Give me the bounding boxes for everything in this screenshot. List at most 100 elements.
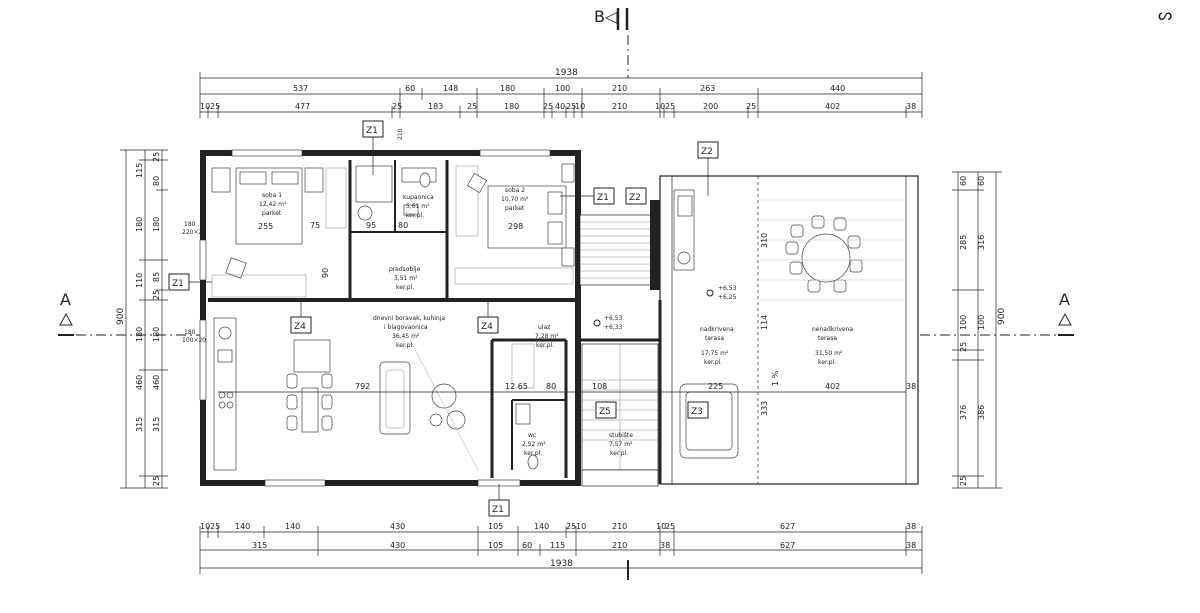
room-soba2-name: soba 2 (505, 187, 525, 194)
room-ulaz-area: 7,28 m² (535, 333, 559, 340)
top-dim-4: 180 (500, 84, 515, 93)
top2-dim-12: 210 (612, 102, 627, 111)
top2-dim-10: 25 (566, 102, 576, 111)
top2-dim-6: 25 (467, 102, 477, 111)
bot2-dim-8: 627 (780, 541, 795, 550)
tag-z1-left: Z1 (172, 279, 184, 289)
inner-dim-108: 108 (592, 382, 607, 391)
inner-dim-100: 100×20 (182, 337, 206, 344)
room-stubiste-floor: ker.pl. (610, 450, 628, 457)
inner-dim-402: 402 (825, 382, 840, 391)
inner-dim-38: 38 (906, 382, 916, 391)
left2-dim-8: 315 (152, 417, 161, 432)
left-dim-3: 110 (135, 273, 144, 288)
inner-dimensions: 792 12 65 80 108 225 402 38 1 % 333 114 … (182, 128, 916, 416)
inner-dim-12-65: 12 65 (505, 382, 528, 391)
room-predsoblje-name: predsoblje (389, 266, 421, 273)
bot-dim-11: 10 (656, 522, 666, 531)
left-dim-2: 180 (135, 217, 144, 232)
room-dnevni-floor: ker.pl. (396, 342, 414, 349)
inner-dim-792: 792 (355, 382, 370, 391)
top-dim-6: 210 (612, 84, 627, 93)
room-ulaz-name: ulaz (538, 324, 550, 331)
top2-dim-13: 10 (655, 102, 665, 111)
left2-dim-4: 85 (152, 272, 161, 282)
left2-dim-7: 460 (152, 375, 161, 390)
bot2-dim-3: 105 (488, 541, 503, 550)
zone-tags: Z1 Z1 Z2 Z2 Z1 Z4 Z4 Z5 Z3 Z1 (168, 120, 719, 517)
right-dim-2: 285 (959, 235, 968, 250)
room-dnevni-name2: i blagovaonica (384, 324, 428, 331)
room-ulaz-floor: ker.pl. (536, 342, 554, 349)
bot-dim-12: 25 (665, 522, 675, 531)
bot-dim-3: 140 (235, 522, 250, 531)
bot-dim-1: 10 (200, 522, 210, 531)
level-marker-1: +6,53 (718, 285, 737, 292)
room-nadkrivena-name2: terasa (705, 335, 724, 342)
bot-dim-8: 25 (566, 522, 576, 531)
room-nenadkrivena-area: 31,50 m² (815, 350, 843, 357)
top-dim-2: 60 (405, 84, 415, 93)
right2-dim-1: 60 (977, 176, 986, 186)
top2-dim-17: 402 (825, 102, 840, 111)
bot2-dim-9: 38 (906, 541, 916, 550)
bot-dim-2: 25 (210, 522, 220, 531)
left-dim-5: 460 (135, 375, 144, 390)
bot2-dim-5: 115 (550, 541, 565, 550)
tag-z1-mid: Z1 (597, 193, 609, 203)
top-dim-7: 263 (700, 84, 715, 93)
inner-dim-310: 310 (760, 233, 769, 248)
room-dnevni-area: 36,45 m² (392, 333, 420, 340)
top2-dim-1: 10 (200, 102, 210, 111)
bot2-dim-2: 430 (390, 541, 405, 550)
bot-dim-6: 105 (488, 522, 503, 531)
bot-dim-14: 38 (906, 522, 916, 531)
top2-dim-5: 183 (428, 102, 443, 111)
left-dim-6: 315 (135, 417, 144, 432)
left2-dim-3: 180 (152, 217, 161, 232)
bottom-total-dim: 1938 (550, 559, 573, 569)
right2-dim-3: 100 (977, 315, 986, 330)
room-nenadkrivena-name: nenadkrivena (812, 326, 853, 333)
bot-dim-4: 140 (285, 522, 300, 531)
bot-dim-9: 10 (576, 522, 586, 531)
furniture (211, 163, 904, 471)
left2-dim-6: 180 (152, 327, 161, 342)
north-mark: ᔕ (1158, 5, 1172, 24)
inner-dim-80: 80 (546, 382, 556, 391)
level-marker-3: +6,53 (604, 315, 623, 322)
exterior-stairs (579, 200, 660, 290)
top2-dim-9: 40 (555, 102, 565, 111)
level-markers: +6,53 +6,25 +6,53 +6,33 (593, 285, 737, 331)
top2-dim-3: 477 (295, 102, 310, 111)
room-wc-name: wc (528, 432, 536, 439)
room-nadkrivena-floor: ker.pl. (704, 359, 722, 366)
right2-dim-2: 316 (977, 235, 986, 250)
tag-z4-b: Z4 (481, 322, 493, 332)
room-soba2-floor: parket (505, 205, 525, 212)
bot-dim-5: 430 (390, 522, 405, 531)
room-predsoblje-area: 3,51 m² (394, 275, 418, 282)
right-dimension-lines: 60 285 100 25 376 25 60 316 100 386 900 (952, 171, 1007, 489)
left-dim-4: 180 (135, 327, 144, 342)
left2-dim-5: 25 (152, 290, 161, 300)
top-total-dim: 1938 (555, 68, 578, 78)
room-nadkrivena-area: 17,75 m² (701, 350, 729, 357)
right-dim-4: 25 (959, 342, 968, 352)
top2-dim-7: 180 (504, 102, 519, 111)
bot2-dim-6: 210 (612, 541, 627, 550)
inner-dim-90: 90 (321, 268, 330, 278)
room-soba1-area: 12,42 m² (259, 201, 287, 208)
right-dim-1: 60 (959, 176, 968, 186)
tag-z2-a: Z2 (629, 193, 641, 203)
top2-dim-16: 25 (746, 102, 756, 111)
room-nadkrivena-name: nadkrivena (700, 326, 734, 333)
interior-stairs (581, 343, 659, 487)
tag-z5: Z5 (599, 407, 611, 417)
inner-dim-80b: 80 (398, 221, 408, 230)
room-wc-area: 2,52 m² (522, 441, 546, 448)
room-kupaonica-area: 5,61 m² (406, 203, 430, 210)
bot2-dim-4: 60 (522, 541, 532, 550)
inner-dim-225: 225 (708, 382, 723, 391)
